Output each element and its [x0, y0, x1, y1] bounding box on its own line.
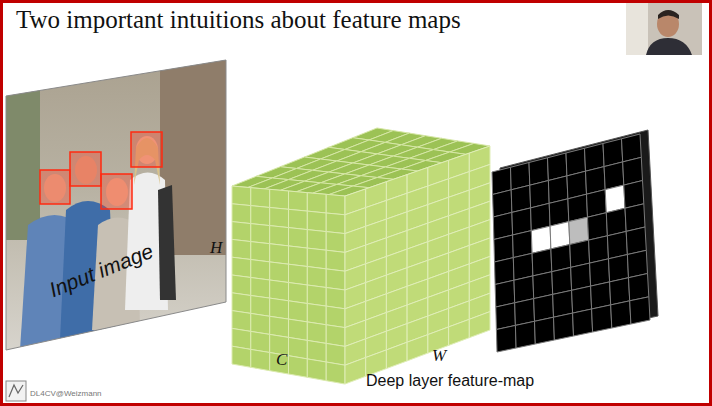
grid-cell — [515, 299, 535, 326]
cube-front-cell — [251, 349, 270, 370]
cube-front-cell — [270, 226, 289, 246]
cube-front-cell — [307, 193, 326, 213]
cube-front-cell — [251, 313, 270, 334]
cube-side-cell — [469, 312, 490, 338]
grid-cell — [554, 313, 574, 340]
cube-front-cell — [289, 246, 308, 267]
cube-front-cell — [251, 206, 270, 226]
cube-front-cell — [307, 359, 326, 381]
cube-front-cell — [289, 301, 308, 322]
grid-cell — [552, 267, 572, 294]
map-caption: Deep layer feature-map — [366, 372, 534, 390]
cube-side-cell — [386, 342, 407, 368]
cube-front-cell — [289, 356, 308, 378]
cube-front-cell — [289, 228, 308, 249]
cube-front-cell — [326, 213, 345, 234]
cube-front-cell — [307, 267, 326, 288]
grid-cell — [629, 274, 649, 301]
axis-label: W — [432, 346, 446, 366]
cube-front-cell — [289, 191, 308, 211]
slide-title: Two important intuitions about feature m… — [16, 6, 461, 34]
grid-cell — [515, 321, 535, 348]
cube-front-cell — [326, 288, 345, 309]
grid-depth — [500, 130, 658, 348]
activation-grid — [492, 130, 658, 352]
grid-cell — [591, 282, 611, 309]
grid-cell — [553, 290, 573, 317]
cube-front-cell — [326, 306, 345, 328]
cube-front-cell — [251, 296, 270, 317]
cube-front-cell — [270, 298, 289, 319]
cube-side-cell — [449, 319, 470, 345]
cube-front-cell — [232, 257, 251, 277]
cube-front-cell — [232, 239, 251, 259]
cube-front-cell — [307, 322, 326, 344]
cube-front-cell — [270, 244, 289, 265]
grid-cell — [571, 263, 591, 290]
cube-front-cell — [326, 362, 345, 384]
cube-front-cell — [251, 188, 270, 208]
cube-front-cell — [326, 325, 345, 347]
feature-map-cube — [232, 128, 490, 384]
axis-label: H — [210, 238, 222, 258]
cube-front-cell — [232, 311, 251, 332]
grid-cell — [590, 259, 610, 286]
cube-front-cell — [326, 194, 345, 215]
grid-cell — [592, 305, 612, 332]
cube-front-cell — [270, 208, 289, 228]
grid-cell — [496, 303, 516, 330]
grid-cell — [534, 294, 554, 321]
cube-side-cell — [407, 335, 428, 361]
grid-cell — [626, 227, 646, 255]
cube-front-cell — [270, 280, 289, 301]
cube-front-cell — [326, 232, 345, 253]
webcam-thumbnail — [626, 3, 702, 55]
cube-front-cell — [326, 343, 345, 365]
cube-front-cell — [270, 262, 289, 283]
grid-cell — [627, 250, 647, 277]
cube-front-cell — [289, 283, 308, 304]
grid-cell — [573, 309, 593, 336]
cube-front-cell — [307, 304, 326, 325]
cube-front-cell — [251, 331, 270, 352]
cube-front-cell — [232, 346, 251, 367]
cube-front-cell — [326, 250, 345, 271]
watermark: DL4CV@Weizmann — [30, 389, 102, 398]
cube-front-cell — [232, 275, 251, 296]
cube-front-cell — [270, 316, 289, 337]
grid-cell — [630, 297, 650, 324]
grid-cell — [496, 325, 516, 352]
grid-cell — [610, 278, 630, 305]
grid-cell — [535, 317, 555, 344]
cube-front-cell — [326, 269, 345, 290]
cube-side-cell — [345, 358, 366, 385]
cube-front-cell — [307, 340, 326, 362]
cube-front-cell — [289, 209, 308, 229]
cube-front-cell — [289, 264, 308, 285]
cube-front-cell — [307, 285, 326, 306]
watermark-logo — [6, 381, 26, 401]
cube-front-cell — [307, 211, 326, 232]
axis-label: C — [276, 350, 287, 370]
cube-front-cell — [232, 293, 251, 314]
cube-front-cell — [251, 278, 270, 299]
input-photo — [0, 50, 230, 360]
grid-cell — [609, 255, 629, 282]
cube-front-cell — [289, 319, 308, 340]
cube-front-cell — [307, 230, 326, 251]
cube-front-cell — [251, 242, 270, 262]
grid-cell — [611, 301, 631, 328]
cube-front-cell — [232, 186, 251, 206]
cube-front-cell — [251, 224, 270, 244]
cube-front-cell — [232, 204, 251, 224]
grid-cell — [572, 286, 592, 313]
cube-front-cell — [307, 248, 326, 269]
cube-front-cell — [251, 260, 270, 281]
cube-front-cell — [270, 189, 289, 209]
cube-front-cell — [232, 222, 251, 242]
